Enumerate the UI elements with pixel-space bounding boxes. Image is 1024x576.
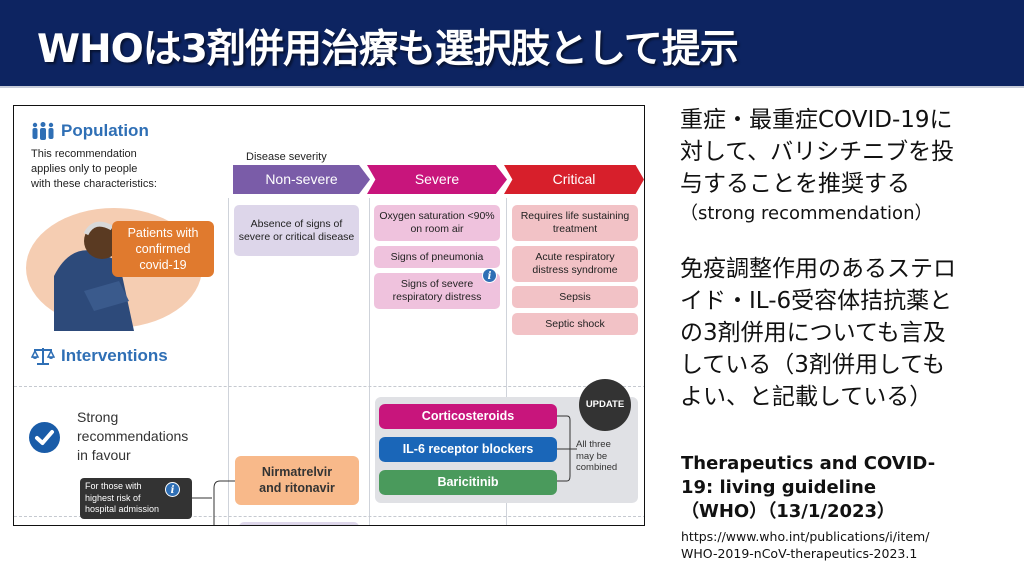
interventions-title: Interventions <box>61 346 168 365</box>
combine-note-line: All three <box>576 439 611 450</box>
summary-line: よい、と記載している） <box>680 384 933 410</box>
drug-baricitinib: Baricitinib <box>379 470 557 495</box>
summary-line: 重症・最重症COVID-19に <box>680 107 953 133</box>
combination-note: All three may be combined <box>576 439 617 474</box>
summary-paragraph-1: 重症・最重症COVID-19に 対して、バリシチニブを投 与することを推奨する … <box>680 104 954 228</box>
reference-url[interactable]: https://www.who.int/publications/i/item/… <box>681 528 929 562</box>
combination-bracket <box>557 415 577 482</box>
strong-label-line: recommendations <box>77 428 189 444</box>
criterion-critical: Acute respiratory distress syndrome <box>512 246 638 282</box>
connector-bracket <box>192 480 235 525</box>
summary-subline: （strong recommendation） <box>680 203 933 224</box>
patient-badge: Patients with confirmed covid-19 <box>112 221 214 277</box>
criterion-critical: Septic shock <box>512 313 638 335</box>
strong-recommendation-label: Strong recommendations in favour <box>77 408 188 465</box>
reference-title-line: Therapeutics and COVID- <box>681 453 936 474</box>
people-icon <box>32 122 54 140</box>
population-desc-line: This recommendation <box>31 148 137 160</box>
summary-line: している（3剤併用しても <box>680 352 946 378</box>
population-desc-line: with these characteristics: <box>31 178 157 190</box>
nirmatrelvir-line: and ritonavir <box>259 481 335 495</box>
reference-title-line: 19: living guideline <box>681 477 877 498</box>
criterion-critical: Requires life sustaining treatment <box>512 205 638 241</box>
info-icon[interactable]: i <box>165 482 180 497</box>
summary-line: 免疫調整作用のあるステロ <box>680 256 956 282</box>
population-desc-line: applies only to people <box>31 163 138 175</box>
summary-line: 対して、バリシチニブを投 <box>680 139 955 165</box>
combine-note-line: may be <box>576 450 608 462</box>
reference-title: Therapeutics and COVID- 19: living guide… <box>681 452 981 524</box>
drug-corticosteroids: Corticosteroids <box>379 404 557 429</box>
reference-url-line[interactable]: https://www.who.int/publications/i/item/ <box>681 529 930 544</box>
summary-line: の3剤併用についても言及 <box>680 320 946 346</box>
scales-icon <box>31 348 55 365</box>
interventions-heading: Interventions <box>31 346 168 366</box>
patient-badge-line: Patients with <box>127 226 199 240</box>
severity-label: Disease severity <box>246 151 327 163</box>
criterion-severe: Signs of severe respiratory distress <box>374 273 500 309</box>
who-guideline-figure: Population This recommendation applies o… <box>13 105 645 526</box>
severity-severe: Severe <box>367 165 507 194</box>
patient-badge-line: covid-19 <box>139 258 187 272</box>
update-badge: UPDATE <box>579 379 631 431</box>
summary-paragraph-2: 免疫調整作用のあるステロ イド・IL-6受容体拮抗薬と の3剤併用についても言及… <box>680 253 956 413</box>
header-divider <box>0 86 1024 88</box>
slide-title: WHOは3剤併用治療も選択肢として提示 <box>37 27 739 72</box>
criterion-severe: Oxygen saturation <90% on room air <box>374 205 500 241</box>
strong-label-line: Strong <box>77 409 119 425</box>
truncated-box <box>239 522 359 525</box>
strong-label-line: in favour <box>77 447 131 463</box>
combine-note-line: combined <box>576 462 618 473</box>
nirmatrelvir-line: Nirmatrelvir <box>261 465 333 479</box>
population-title: Population <box>61 121 149 140</box>
patient-badge-line: confirmed <box>135 242 191 256</box>
severity-non-severe: Non-severe <box>233 165 370 194</box>
column-divider <box>228 198 229 525</box>
reference-url-line[interactable]: WHO-2019-nCoV-therapeutics-2023.1 <box>681 546 918 561</box>
population-description: This recommendation applies only to peop… <box>31 147 201 192</box>
column-divider <box>506 198 507 525</box>
risk-note-line: For those with <box>85 481 142 491</box>
risk-note-line: hospital admission <box>85 504 160 514</box>
row-divider <box>14 516 644 517</box>
info-icon[interactable]: i <box>482 268 497 283</box>
criterion-critical: Sepsis <box>512 286 638 308</box>
criterion-non-severe: Absence of signs of severe or critical d… <box>234 205 359 256</box>
column-divider <box>369 198 370 525</box>
drug-il6-receptor-blockers: IL-6 receptor blockers <box>379 437 557 462</box>
nirmatrelvir-ritonavir-box: Nirmatrelvir and ritonavir <box>235 456 359 505</box>
summary-line: 与することを推奨する <box>680 171 910 197</box>
criterion-severe: Signs of pneumonia <box>374 246 500 268</box>
check-icon <box>29 422 60 453</box>
severity-critical: Critical <box>504 165 644 194</box>
population-heading: Population <box>31 121 149 141</box>
row-divider <box>14 386 644 387</box>
risk-note-line: highest risk of <box>85 492 141 503</box>
slide-header: WHOは3剤併用治療も選択肢として提示 <box>0 0 1024 86</box>
summary-line: イド・IL-6受容体拮抗薬と <box>680 288 953 314</box>
reference-title-line: （WHO）（13/1/2023） <box>681 501 896 522</box>
